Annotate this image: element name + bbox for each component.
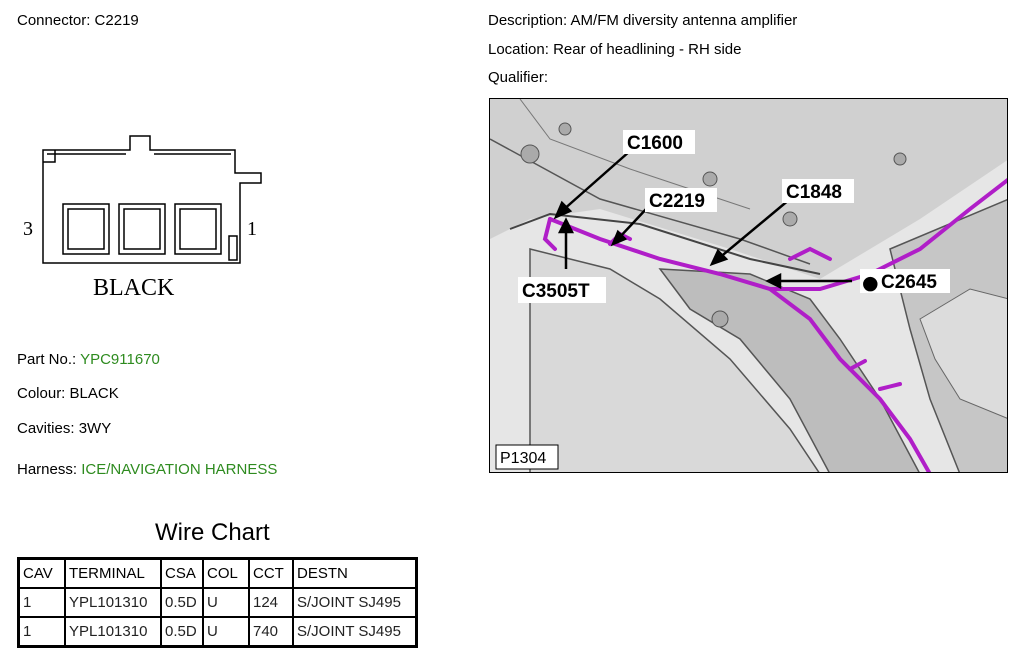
connector-label: Connector: [17, 12, 91, 29]
callout-bullet: ● [862, 272, 879, 294]
cell-cct: 124 [248, 587, 294, 618]
cell-cav: 1 [17, 587, 66, 618]
connector-colour-text: BLACK [93, 275, 175, 301]
vehicle-roof-illustration: C1600 C2219 C1848 ● C2645 C3505T P1304 [490, 99, 1007, 472]
location-value: Rear of headlining - RH side [553, 41, 742, 58]
part-line: Part No.: YPC911670 [17, 351, 160, 368]
colour-line: Colour: BLACK [17, 385, 119, 402]
cell-csa: 0.5D [160, 616, 204, 648]
header-cct: CCT [248, 557, 294, 589]
callout-c2219: C2219 [649, 191, 705, 212]
cell-col: U [202, 616, 250, 648]
callout-c1600: C1600 [627, 133, 683, 154]
part-label: Part No.: [17, 351, 77, 368]
cell-destn: S/JOINT SJ495 [292, 616, 418, 648]
harness-link[interactable]: ICE/NAVIGATION HARNESS [81, 461, 278, 478]
wire-chart-header-row: CAV TERMINAL CSA COL CCT DESTN [17, 557, 418, 589]
harness-line: Harness: ICE/NAVIGATION HARNESS [17, 461, 277, 478]
cavity-left-number: 3 [23, 218, 33, 240]
location-illustration: C1600 C2219 C1848 ● C2645 C3505T P1304 [489, 98, 1008, 473]
description-label: Description: [488, 12, 568, 29]
header-destn: DESTN [292, 557, 418, 589]
colour-value: BLACK [69, 385, 119, 402]
part-number-link[interactable]: YPC911670 [80, 351, 160, 368]
wire-chart-title: Wire Chart [155, 519, 270, 546]
qualifier-line: Qualifier: [488, 69, 548, 86]
header-col: COL [202, 557, 250, 589]
description-line: Description: AM/FM diversity antenna amp… [488, 12, 797, 29]
table-row: 1 YPL101310 0.5D U 124 S/JOINT SJ495 [17, 587, 418, 618]
header-terminal: TERMINAL [64, 557, 162, 589]
callout-c2645: C2645 [881, 272, 937, 293]
cavity-right-number: 1 [247, 218, 257, 240]
location-line: Location: Rear of headlining - RH side [488, 41, 742, 58]
cell-csa: 0.5D [160, 587, 204, 618]
cell-cav: 1 [17, 616, 66, 648]
header-cav: CAV [17, 557, 66, 589]
cell-col: U [202, 587, 250, 618]
cell-terminal: YPL101310 [64, 616, 162, 648]
location-label: Location: [488, 41, 549, 58]
colour-label: Colour: [17, 385, 66, 402]
connector-face-drawing: 3 1 BLACK [23, 135, 262, 301]
callout-c1848: C1848 [786, 182, 842, 203]
cavities-value: 3WY [78, 420, 112, 437]
connector-line: Connector: C2219 [17, 12, 139, 29]
harness-label: Harness: [17, 461, 78, 478]
description-value: AM/FM diversity antenna amplifier [570, 12, 798, 29]
cavities-line: Cavities: 3WY [17, 420, 111, 437]
cell-destn: S/JOINT SJ495 [292, 587, 418, 618]
connector-value: C2219 [94, 12, 139, 29]
callout-c3505t: C3505T [522, 281, 590, 302]
qualifier-label: Qualifier: [488, 69, 549, 86]
header-csa: CSA [160, 557, 204, 589]
wire-chart-table: CAV TERMINAL CSA COL CCT DESTN 1 YPL1013… [17, 557, 418, 648]
table-row: 1 YPL101310 0.5D U 740 S/JOINT SJ495 [17, 616, 418, 648]
cavities-label: Cavities: [17, 420, 75, 437]
cell-terminal: YPL101310 [64, 587, 162, 618]
cell-cct: 740 [248, 616, 294, 648]
photo-reference: P1304 [500, 450, 546, 467]
